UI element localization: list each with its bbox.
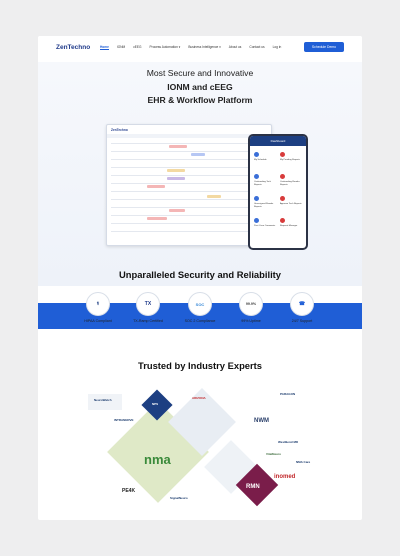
schedule-entry [147, 185, 165, 188]
badge-hipaa: ⚕ HIPAA Compliant [74, 292, 122, 323]
badge-support: ☎ 24/7 Support [278, 292, 326, 323]
security-badges: ⚕ HIPAA Compliant TX TX-Ramp Certified S… [38, 292, 362, 352]
soc2-icon: SOC [188, 292, 212, 316]
nav-item-business-intelligence[interactable]: Business Intelligence ▾ [188, 45, 221, 49]
schedule-entry [169, 145, 187, 148]
logo-westbend: WestBend MD [278, 440, 299, 444]
nav-item-process-automation[interactable]: Process Automation ▾ [149, 45, 181, 49]
tile-my-schedule[interactable]: My Schedule [254, 159, 267, 161]
security-title: Unparalleled Security and Reliability [118, 269, 282, 280]
brand-logo[interactable]: ZenTechno [56, 44, 91, 51]
schedule-entry [207, 195, 221, 198]
nav-item-contact[interactable]: Contact us [249, 45, 265, 49]
logo-pe4k: PE4K [122, 488, 136, 494]
schedule-demo-button[interactable]: Schedule Demo [304, 42, 344, 52]
nav-item-login[interactable]: Log in [272, 45, 282, 49]
nav-item-ionm[interactable]: IONM [116, 45, 126, 49]
logo-rmn: RMN [246, 484, 260, 490]
mobile-header: Dashboard [250, 136, 306, 146]
nav-menu: Home IONM cEEG Process Automation ▾ Busi… [100, 45, 281, 50]
nav-item-about[interactable]: About us [228, 45, 242, 49]
schedule-entry [167, 169, 185, 172]
trusted-title: Trusted by Industry Experts [138, 360, 262, 371]
tile-tech-reports[interactable]: Outstanding Tech Reports [254, 181, 271, 186]
logo-nma: nma [144, 452, 171, 467]
logo-signalneuro: SignalNeuro [170, 496, 188, 500]
top-nav: ZenTechno Home IONM cEEG Process Automat… [38, 36, 362, 62]
dashboard-toolbar [107, 134, 271, 138]
badge-uptime: 99.9% 99% Uptime [227, 292, 275, 323]
hero-title-line2: IONM and cEEG [167, 82, 233, 92]
tile-request[interactable]: Request Manager [280, 225, 298, 227]
logo-nma-care: NMA Care [296, 460, 311, 464]
nav-item-ceeg[interactable]: cEEG [133, 45, 142, 49]
logo-intranerve: INTRANERVE [114, 418, 134, 422]
support-icon: ☎ [290, 292, 314, 316]
tile-comments[interactable]: Post Case Comments [254, 225, 276, 227]
hero-section: Most Secure and Innovative IONM and cEEG… [38, 62, 362, 286]
badge-soc2: SOC SOC 2 Compliance [176, 292, 224, 323]
logo-arizona: ARIZONA [192, 396, 206, 400]
schedule-entry [191, 153, 205, 156]
partner-logos: NeuroWatch NPS INTRANERVE ARIZONA NWM PA… [78, 388, 328, 512]
dashboard-brand: ZenTechno [111, 128, 128, 132]
logo-tile [88, 394, 122, 410]
tile-pending-reports[interactable]: My Pending Reports [280, 159, 300, 161]
mobile-dashboard: Dashboard My Schedule My Pending Reports… [248, 134, 308, 250]
landing-page: ZenTechno Home IONM cEEG Process Automat… [38, 36, 362, 520]
logo-inomed: inomed [274, 474, 296, 480]
logo-neurowatch: NeuroWatch [94, 398, 112, 402]
hero-title-line3: EHR & Workflow Platform [147, 95, 253, 105]
logo-vitalneuro: VitalNeuro [266, 452, 281, 456]
logo-nwm: NWM [254, 418, 269, 424]
tile-unassigned[interactable]: Unassigned Reader Reports [254, 203, 274, 208]
logo-nps: NPS [152, 402, 159, 406]
txramp-icon: TX [136, 292, 160, 316]
tile-reader-reports[interactable]: Outstanding Reader Reports [280, 181, 300, 186]
schedule-entry [167, 177, 185, 180]
hipaa-icon: ⚕ [86, 292, 110, 316]
schedule-entry [147, 217, 167, 220]
dashboard-screenshot: ZenTechno [106, 124, 272, 246]
uptime-icon: 99.9% [239, 292, 263, 316]
nav-item-home[interactable]: Home [100, 45, 109, 50]
tile-approve[interactable]: Approve Tech Reports [280, 203, 302, 205]
badge-txramp: TX TX-Ramp Certified [124, 292, 172, 323]
schedule-entry [169, 209, 185, 212]
hero-title-line1: Most Secure and Innovative [146, 68, 254, 78]
logo-paragon: PARAGON [280, 392, 296, 396]
